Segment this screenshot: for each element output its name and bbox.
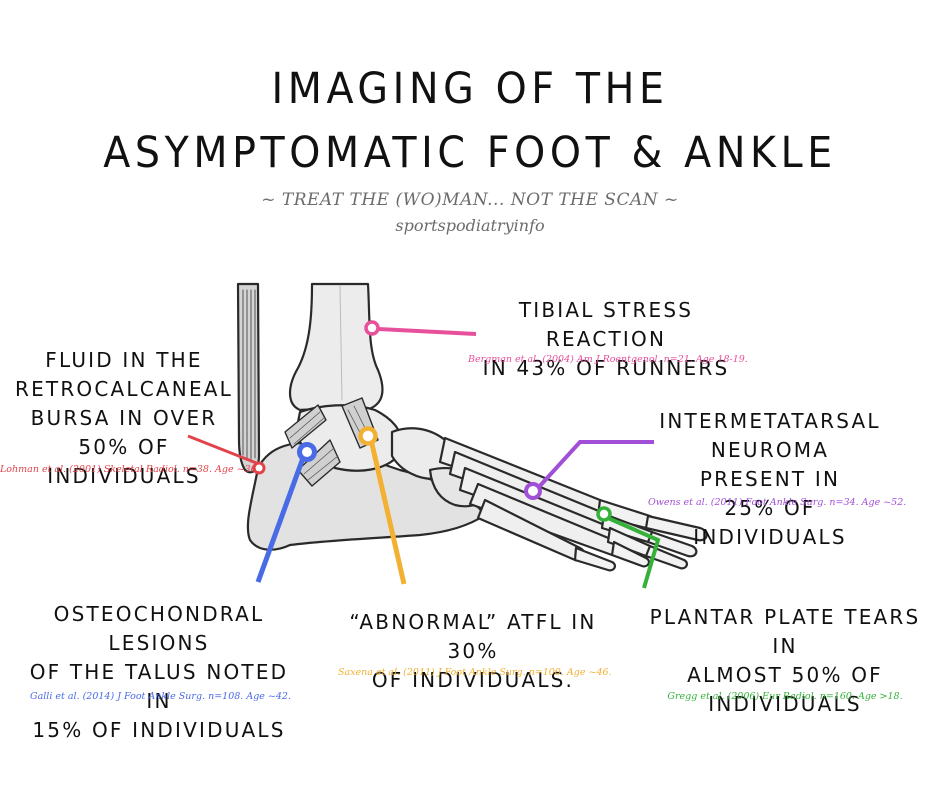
label-line: FLUID IN THE [45, 348, 203, 372]
label-line: OSTEOCHONDRAL LESIONS [53, 602, 265, 655]
marker-retrocalcaneal [252, 461, 266, 475]
label-line: PLANTAR PLATE TEARS IN [649, 605, 921, 658]
label-osteochondral: OSTEOCHONDRAL LESIONS OF THE TALUS NOTED… [14, 600, 304, 745]
callout-osteochondral [255, 442, 317, 583]
label-line: INDIVIDUALS [47, 464, 201, 488]
foot-skeleton-illustration [236, 282, 708, 572]
callout-atfl [358, 426, 407, 585]
label-line: RETROCALCANEAL [14, 377, 234, 401]
title-line-1: IMAGING OF THE [271, 64, 669, 114]
label-line: “ABNORMAL” ATFL IN 30% [349, 610, 597, 663]
label-line: INDIVIDUALS [708, 692, 862, 716]
fibula-bone [236, 282, 261, 474]
label-line: 15% OF INDIVIDUALS [32, 718, 286, 742]
marker-atfl [358, 426, 378, 446]
title-line-2: ASYMPTOMATIC FOOT & ANKLE [103, 128, 837, 178]
citation-atfl: Saxena et al. (2011) J Foot Ankle Surg. … [338, 667, 612, 678]
label-tibial-stress: TIBIAL STRESS REACTION IN 43% OF RUNNERS [468, 296, 744, 383]
label-line: ALMOST 50% OF [687, 663, 883, 687]
label-retrocalcaneal: FLUID IN THE RETROCALCANEAL BURSA IN OVE… [12, 346, 236, 491]
marker-plantar-plate [596, 506, 612, 522]
label-line: OF THE TALUS NOTED IN [29, 660, 289, 713]
label-intermetatarsal: INTERMETATARSAL NEUROMA PRESENT IN 25% O… [655, 407, 885, 552]
label-plantar-plate: PLANTAR PLATE TEARS IN ALMOST 50% OF IND… [640, 603, 930, 719]
label-line: NEUROMA PRESENT IN [699, 438, 841, 491]
label-line: BURSA IN OVER 50% OF [30, 406, 218, 459]
citation-plantar-plate: Gregg et al. (2006) Eur Radiol. n=160. A… [667, 691, 903, 702]
marker-osteochondral [297, 442, 317, 462]
citation-intermetatarsal: Owens et al. (2011) Foot Ankle Surg. n=3… [648, 497, 907, 508]
label-line: OF INDIVIDUALS. [371, 668, 575, 692]
label-line: INTERMETATARSAL [659, 409, 881, 433]
callout-plantar-plate [596, 506, 661, 589]
citation-tibial: Bergman et al. (2004) Am J Roentgenol. n… [468, 354, 748, 365]
marker-tibial [364, 320, 380, 336]
callout-intermetatarsal [524, 440, 654, 500]
citation-retrocalcaneal: Lohman et al. (2001) Skeletal Radiol. n=… [0, 464, 260, 475]
subtitle: ~ TREAT THE (WO)MAN... NOT THE SCAN ~ [261, 190, 679, 210]
callout-retrocalcaneal [187, 434, 266, 475]
label-atfl: “ABNORMAL” ATFL IN 30% OF INDIVIDUALS. [328, 608, 618, 695]
citation-osteochondral: Galli et al. (2014) J Foot Ankle Surg. n… [30, 691, 291, 702]
brand-name: sportspodiatryinfo [395, 216, 545, 235]
label-line: 25% OF INDIVIDUALS [693, 496, 847, 549]
label-line: TIBIAL STRESS REACTION [518, 298, 694, 351]
tibia-bone [288, 282, 384, 412]
marker-intermetatarsal [524, 482, 542, 500]
label-line: IN 43% OF RUNNERS [482, 356, 730, 380]
callout-tibial-stress [364, 320, 477, 336]
